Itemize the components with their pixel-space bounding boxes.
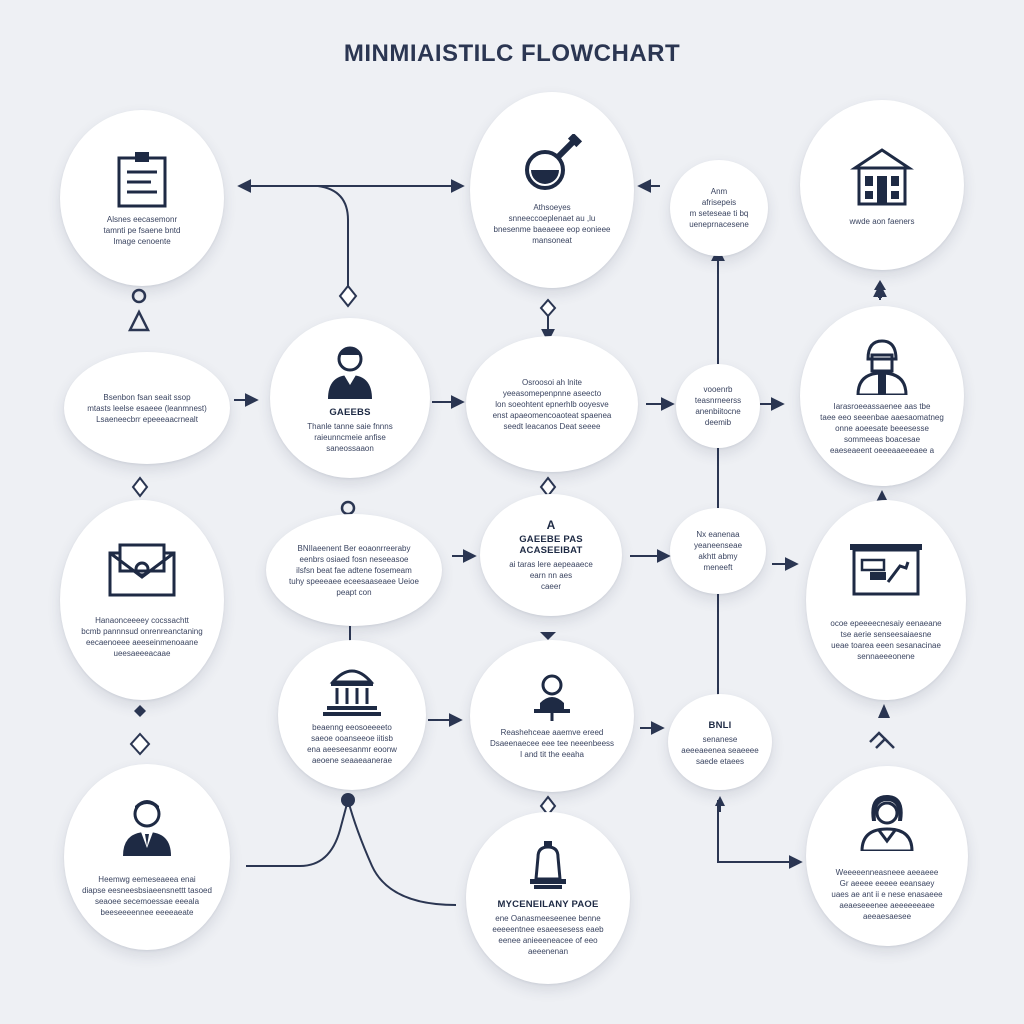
businessman-icon xyxy=(328,346,372,399)
clipboard-icon xyxy=(117,151,167,207)
page-title: MINMIAISTILC FLOWCHART xyxy=(343,40,681,67)
bell-icon xyxy=(530,841,566,889)
worker-icon xyxy=(856,338,908,395)
node-heading: MYCENEILANY PAOE xyxy=(497,899,599,910)
woman-icon xyxy=(860,794,914,851)
node-heading: GAEEBS xyxy=(329,406,371,418)
flow-node-n12[interactable]: A GAEEBE PAS ACASEEIBAT ai taras lere ae… xyxy=(480,494,622,616)
node-heading: BNLl xyxy=(708,719,732,731)
flow-node-n19[interactable]: MYCENEILANY PAOE ene Oanasmeeseenee benn… xyxy=(466,812,630,984)
connector-top-branch xyxy=(317,185,349,290)
mail-icon xyxy=(108,543,176,597)
connector-right-vertical-down xyxy=(717,800,803,869)
presentation-board-icon xyxy=(850,544,922,596)
node-text: wwde aon faeners xyxy=(849,216,915,226)
connector-bottom-curve xyxy=(246,796,457,906)
pin-icon xyxy=(534,674,570,721)
flow-node-n4[interactable]: wwde aon faeners xyxy=(800,100,964,270)
magnifier-icon xyxy=(525,134,583,190)
bank-building-icon xyxy=(850,147,914,205)
temple-icon xyxy=(323,669,381,716)
node-heading: GAEEBE PAS ACASEEIBAT xyxy=(519,534,583,556)
manager-icon xyxy=(123,800,171,856)
